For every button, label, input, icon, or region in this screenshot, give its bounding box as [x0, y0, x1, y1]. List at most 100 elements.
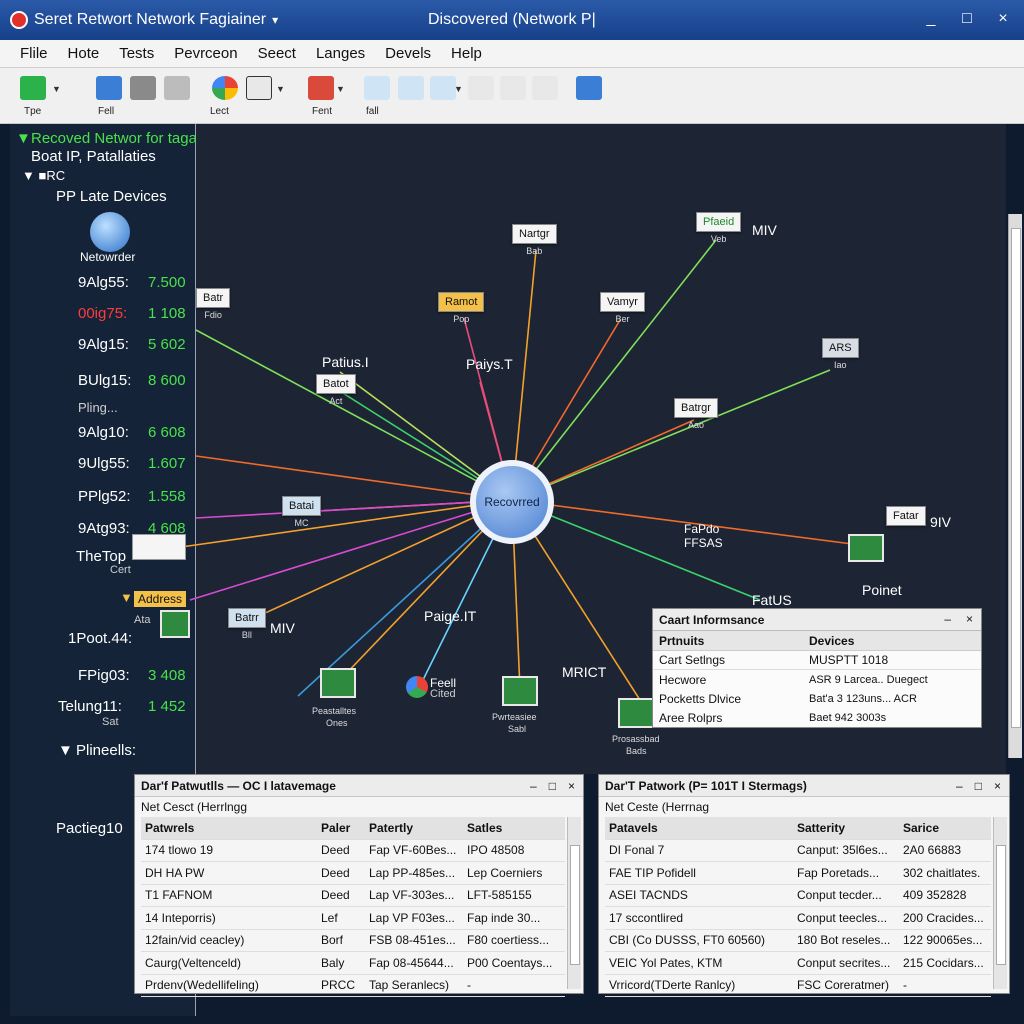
table-row[interactable]: T1 FAFNOM Deed Lap VF-303es... LFT-58515…	[141, 885, 565, 907]
menu-hote[interactable]: Hote	[67, 45, 100, 62]
table-row[interactable]: ASEI TACNDS Conput tecder... 409 352828	[605, 885, 991, 907]
network-dropdown-icon[interactable]: ▼	[336, 84, 345, 94]
pointer-icon[interactable]	[500, 76, 526, 100]
device-node[interactable]: Batrgr Aao	[674, 398, 718, 430]
sidebar-plineels[interactable]: Plineells:	[76, 742, 137, 759]
table-scroll-thumb[interactable]	[570, 845, 580, 965]
menu-pevrceon[interactable]: Pevrceon	[174, 45, 238, 62]
hub-node[interactable]: Recovrred	[470, 460, 554, 544]
device-node[interactable]: Vamyr Ber	[600, 292, 645, 324]
sidebar-group[interactable]: ▼ ■RC	[22, 168, 66, 183]
device-node[interactable]: Ramot Pop	[438, 292, 485, 324]
table-row[interactable]: 17 sccontlired Conput teecles... 200 Cra…	[605, 907, 991, 930]
column-header[interactable]: Sarice	[903, 820, 940, 835]
menu-langes[interactable]: Langes	[315, 45, 366, 62]
table-row[interactable]: Vrricord(TDerte Ranlcy) FSC Coreratmer) …	[605, 975, 991, 997]
device-node[interactable]: Pfaeid Veb	[696, 212, 742, 244]
type-dropdown-icon[interactable]: ▼	[52, 84, 61, 94]
sidebar-row-name[interactable]: Pling...	[78, 400, 118, 415]
panel-minimize-button[interactable]: –	[956, 779, 963, 793]
device-screen-icon[interactable]	[618, 698, 654, 728]
sidebar-row-name[interactable]: 9Alg55:	[78, 274, 129, 291]
device-node[interactable]: Batrr Bll	[228, 608, 266, 640]
new-type-icon[interactable]	[20, 76, 46, 100]
sidebar-row-name[interactable]: 1Poot.44:	[68, 630, 133, 647]
globe-icon[interactable]	[406, 676, 428, 698]
close-button[interactable]: ×	[998, 10, 1008, 27]
table-scrollbar[interactable]	[993, 817, 1007, 989]
table-row[interactable]: CBI (Co DUSSS, FT0 60560) 180 Bot resele…	[605, 930, 991, 952]
info-icon[interactable]	[576, 76, 602, 100]
table-row[interactable]: FAE TIP Pofidell Fap Poretads... 302 cha…	[605, 862, 991, 885]
popup-row[interactable]: Aree Rolprs Baet 942 3003s	[653, 708, 981, 727]
sidebar-row-name[interactable]: 00ig75:	[78, 305, 128, 322]
table-row[interactable]: DI Fonal 7 Canput: 35l6es... 2A0 66883	[605, 840, 991, 862]
panel-restore-button[interactable]: □	[548, 779, 556, 793]
menu-seect[interactable]: Seect	[257, 45, 296, 62]
table-row[interactable]: VEIC Yol Pates, KTM Conput secrites... 2…	[605, 952, 991, 975]
device-node[interactable]: Fatar	[886, 506, 926, 526]
sidebar-pactieg[interactable]: Pactieg10	[56, 820, 123, 837]
sidebar-expand-plineels-icon[interactable]: ▼	[58, 742, 73, 759]
menu-devels[interactable]: Devels	[385, 45, 432, 62]
document-dropdown-icon[interactable]: ▼	[276, 84, 285, 94]
canvas-scroll-thumb[interactable]	[1011, 228, 1021, 728]
table-row[interactable]: 174 tlowo 19 Deed Fap VF-60Bes... IPO 48…	[141, 840, 565, 862]
menu-help[interactable]: Help	[451, 45, 482, 62]
sidebar-row-name[interactable]: 9Atg93:	[78, 520, 130, 537]
device-node[interactable]: Batot Act	[316, 374, 356, 406]
column-header[interactable]: Satles	[467, 820, 503, 835]
address-label[interactable]: Address	[134, 591, 187, 607]
monitor-icon[interactable]	[164, 76, 190, 100]
flag-icon[interactable]	[468, 76, 494, 100]
column-header[interactable]: Satterity	[797, 820, 846, 835]
sidebar-row-name[interactable]: 9Ulg55:	[78, 455, 130, 472]
menu-file[interactable]: Flile	[20, 45, 48, 62]
sidebar-row-name[interactable]: FPig03:	[78, 667, 130, 684]
sidebar-header[interactable]: Recoved Networ for tagadites	[31, 130, 229, 147]
device-icon[interactable]	[430, 76, 456, 100]
table-scroll-thumb[interactable]	[996, 845, 1006, 965]
minimize-button[interactable]: _	[926, 10, 936, 27]
panel-restore-button[interactable]: □	[974, 779, 982, 793]
music-note-icon[interactable]	[364, 76, 390, 100]
device-screen-icon[interactable]	[502, 676, 538, 706]
panel-close-button[interactable]: ×	[567, 779, 575, 793]
sidebar-expand-icon[interactable]: ▼	[16, 130, 31, 147]
popup-close-button[interactable]: ×	[965, 612, 973, 626]
panel-close-button[interactable]: ×	[993, 779, 1001, 793]
menu-tests[interactable]: Tests	[119, 45, 155, 62]
popup-row[interactable]: Pocketts Dlvice Bat'a 3 123uns... ACR	[653, 689, 981, 708]
document-list-icon[interactable]	[246, 76, 272, 100]
device-node[interactable]: Batr Fdio	[196, 288, 231, 320]
sidebar-row-name[interactable]: BUlg15:	[78, 372, 132, 389]
device-dropdown-icon[interactable]: ▼	[454, 84, 463, 94]
column-header[interactable]: Paler	[321, 820, 351, 835]
device-node[interactable]: ARS Iao	[822, 338, 859, 370]
sidebar-row-name[interactable]: PPlg52:	[78, 488, 131, 505]
sidebar-thetop[interactable]: TheTop	[76, 548, 127, 565]
table-row[interactable]: Prdenv(Wedellifeling) PRCC Tap Seranlecs…	[141, 975, 565, 997]
back-arrow-icon[interactable]	[130, 76, 156, 100]
file-icon[interactable]	[96, 76, 122, 100]
device-screen-icon[interactable]	[320, 668, 356, 698]
title-dropdown-icon[interactable]: ▾	[272, 13, 279, 27]
maximize-button[interactable]: □	[962, 10, 972, 27]
column-header[interactable]: Patavels	[609, 820, 658, 835]
panel-minimize-button[interactable]: –	[530, 779, 537, 793]
column-header[interactable]: Patertly	[369, 820, 414, 835]
sidebar-row-name[interactable]: Telung11:	[58, 698, 122, 715]
sidebar-row-name[interactable]: 9Alg10:	[78, 424, 129, 441]
popup-minimize-button[interactable]: –	[944, 612, 951, 626]
search-engine-icon[interactable]	[212, 76, 238, 100]
device-panel-icon[interactable]	[132, 534, 186, 560]
table-row[interactable]: Caurg(Veltenceld) Baly Fap 08-45644... P…	[141, 952, 565, 975]
column-header[interactable]: Patwrels	[145, 820, 195, 835]
table-row[interactable]: 12fain/vid ceacley) Borf FSB 08-451es...…	[141, 930, 565, 952]
device-node[interactable]: Batai MC	[282, 496, 322, 528]
page-icon[interactable]	[532, 76, 558, 100]
popup-row[interactable]: Hecwore ASR 9 Larcea.. Duegect	[653, 670, 981, 689]
network-add-icon[interactable]	[308, 76, 334, 100]
sidebar-row-name[interactable]: 9Alg15:	[78, 336, 129, 353]
table-scrollbar[interactable]	[567, 817, 581, 989]
